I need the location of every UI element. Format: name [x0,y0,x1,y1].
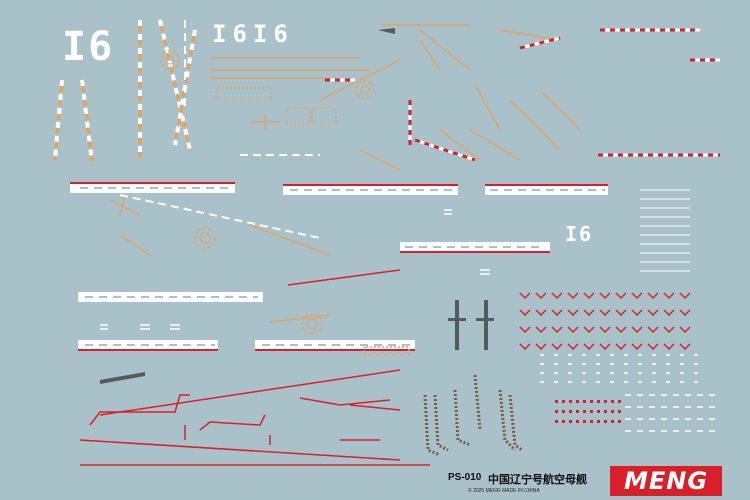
red-chevron-mark [679,343,691,351]
red-dot-mark [555,410,558,413]
red-chevron-mark [535,343,547,351]
red-chevron-mark [535,309,547,317]
small-marks-grid [519,189,715,432]
red-dot-mark [618,420,621,423]
catwalk-strips [423,374,523,457]
red-chevron-mark [583,343,595,351]
red-dot-mark [590,410,593,413]
red-chevron-mark [519,326,531,334]
red-dot-mark [597,410,600,413]
red-dot-mark [604,400,607,403]
red-chevron-mark [583,309,595,317]
red-dot-mark [576,420,579,423]
red-chevron-mark [631,343,643,351]
red-chevron-mark [567,343,579,351]
red-dot-mark [555,420,558,423]
red-edge-lines [79,269,430,466]
red-chevron-mark [519,309,531,317]
copyright-notice: © 2025 MENG MADE IN CHINA [468,488,540,494]
red-chevron-mark [615,292,627,300]
red-dot-mark [597,420,600,423]
red-dot-mark [597,400,600,403]
red-chevron-mark [599,309,611,317]
red-dot-mark [618,400,621,403]
red-dot-mark [611,420,614,423]
red-dot-mark [583,410,586,413]
red-chevron-mark [615,343,627,351]
red-dot-mark [576,410,579,413]
red-chevron-mark [519,292,531,300]
red-dot-mark [611,410,614,413]
red-chevron-mark [599,292,611,300]
red-dot-mark [604,420,607,423]
red-dot-mark [576,400,579,403]
red-white-stripes [325,28,720,162]
red-chevron-mark [599,326,611,334]
red-chevron-mark [647,309,659,317]
red-chevron-mark [567,326,579,334]
red-chevron-mark [679,326,691,334]
white-dashed-lines [119,20,321,239]
hull-number-small: I6 [565,222,594,246]
brand-logo: MENG [610,466,722,496]
red-dot-mark [569,410,572,413]
landing-circle-cores [165,55,370,330]
red-chevron-mark [551,292,563,300]
red-dot-mark [590,400,593,403]
red-dot-mark [562,400,565,403]
red-dot-mark [562,420,565,423]
red-chevron-mark [663,292,675,300]
red-chevron-mark [647,343,659,351]
red-chevron-mark [679,309,691,317]
red-dot-mark [562,410,565,413]
red-chevron-mark [663,309,675,317]
red-chevron-mark [535,326,547,334]
red-chevron-mark [631,292,643,300]
red-chevron-mark [599,343,611,351]
red-chevron-mark [631,309,643,317]
marker-outlines [215,87,410,356]
red-dot-mark [604,410,607,413]
red-chevron-mark [551,309,563,317]
red-chevron-mark [663,343,675,351]
double-dash-marks [100,209,490,330]
red-chevron-mark [567,292,579,300]
red-dot-mark [618,410,621,413]
red-dot-mark [569,400,572,403]
grey-decals [100,28,494,384]
red-chevron-mark [583,292,595,300]
red-chevron-mark [583,326,595,334]
red-dot-mark [590,420,593,423]
red-dot-mark [555,400,558,403]
red-chevron-mark [615,326,627,334]
red-chevron-mark [551,343,563,351]
product-code: PS-010 [448,472,482,483]
red-chevron-mark [679,292,691,300]
red-chevron-mark [535,292,547,300]
red-dot-mark [583,420,586,423]
hull-number-row: I6I6 [212,20,294,48]
red-dot-mark [583,400,586,403]
runway-strips [70,182,608,351]
red-chevron-mark [551,326,563,334]
hull-number-large: I6 [62,24,115,70]
red-dot-mark [569,420,572,423]
red-chevron-mark [519,343,531,351]
red-chevron-mark [647,292,659,300]
product-name: 中国辽宁号航空母舰 [488,473,587,486]
orange-line-decals [109,24,581,323]
red-chevron-mark [663,326,675,334]
red-chevron-mark [647,326,659,334]
red-chevron-mark [631,326,643,334]
red-chevron-mark [567,309,579,317]
red-dot-mark [611,400,614,403]
red-chevron-mark [615,309,627,317]
landing-circles [160,50,375,335]
